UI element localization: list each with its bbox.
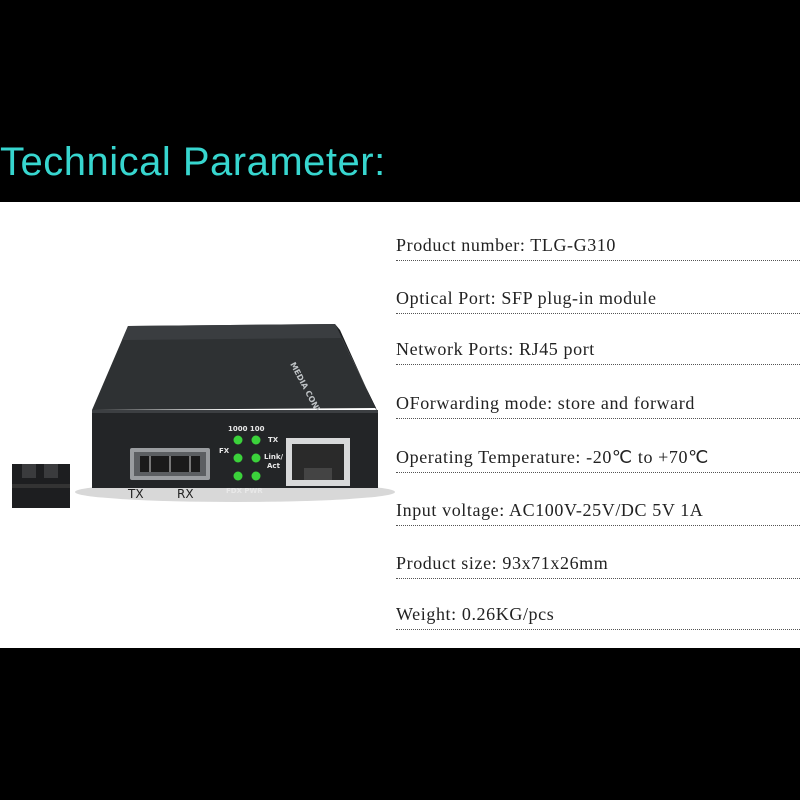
spec-text: Input voltage: AC100V-25V/DC 5V 1A [396, 500, 704, 520]
led-pwr [251, 471, 261, 481]
spec-product-number: Product number: TLG-G310 [396, 230, 800, 261]
product-panel: MEDIA CONVERTER TX RX 1000 100 FX TX Lin… [0, 202, 800, 648]
spec-text: Network Ports: RJ45 port [396, 339, 595, 359]
spec-text: Product number: TLG-G310 [396, 235, 617, 255]
led-label-fx: FX [219, 447, 230, 455]
spec-text: Operating Temperature: -20℃ to +70℃ [396, 447, 709, 467]
sfp-rx-label: RX [177, 487, 194, 501]
spec-text: Product size: 93x71x26mm [396, 553, 609, 573]
spec-optical-port: Optical Port: SFP plug-in module [396, 283, 800, 314]
led-label-act: Act [267, 462, 281, 470]
led-link [251, 453, 261, 463]
spec-text: Weight: 0.26KG/pcs [396, 604, 555, 624]
spec-input-voltage: Input voltage: AC100V-25V/DC 5V 1A [396, 495, 800, 526]
spec-weight: Weight: 0.26KG/pcs [396, 599, 800, 630]
media-converter-illustration: MEDIA CONVERTER TX RX 1000 100 FX TX Lin… [12, 324, 395, 508]
spec-text: Optical Port: SFP plug-in module [396, 288, 657, 308]
led-label-tx: TX [268, 436, 279, 444]
led-100 [251, 435, 261, 445]
product-photo: MEDIA CONVERTER TX RX 1000 100 FX TX Lin… [0, 202, 396, 648]
sfp-module-ridge [12, 484, 70, 488]
page-title: Technical Parameter: [0, 140, 386, 184]
spec-network-ports: Network Ports: RJ45 port [396, 334, 800, 365]
sfp-module-slot-1 [22, 464, 36, 478]
led-1000 [233, 435, 243, 445]
led-fdx [233, 471, 243, 481]
spec-text: OForwarding mode: store and forward [396, 393, 695, 413]
spec-forwarding-mode: OForwarding mode: store and forward [396, 388, 800, 419]
device-top [92, 324, 376, 410]
sfp-tx-label: TX [127, 487, 144, 501]
device-front-edge [92, 410, 378, 413]
sfp-module-slot-2 [44, 464, 58, 478]
spec-product-size: Product size: 93x71x26mm [396, 548, 800, 579]
led-label-fdx-pwr: FDX PWR [226, 487, 263, 495]
spec-operating-temperature: Operating Temperature: -20℃ to +70℃ [396, 442, 800, 473]
led-label-link: Link/ [264, 453, 283, 461]
rj45-clip-slot [304, 468, 332, 480]
device-top-edge [122, 324, 342, 340]
led-label-1000-100: 1000 100 [228, 425, 265, 433]
led-fx [233, 453, 243, 463]
